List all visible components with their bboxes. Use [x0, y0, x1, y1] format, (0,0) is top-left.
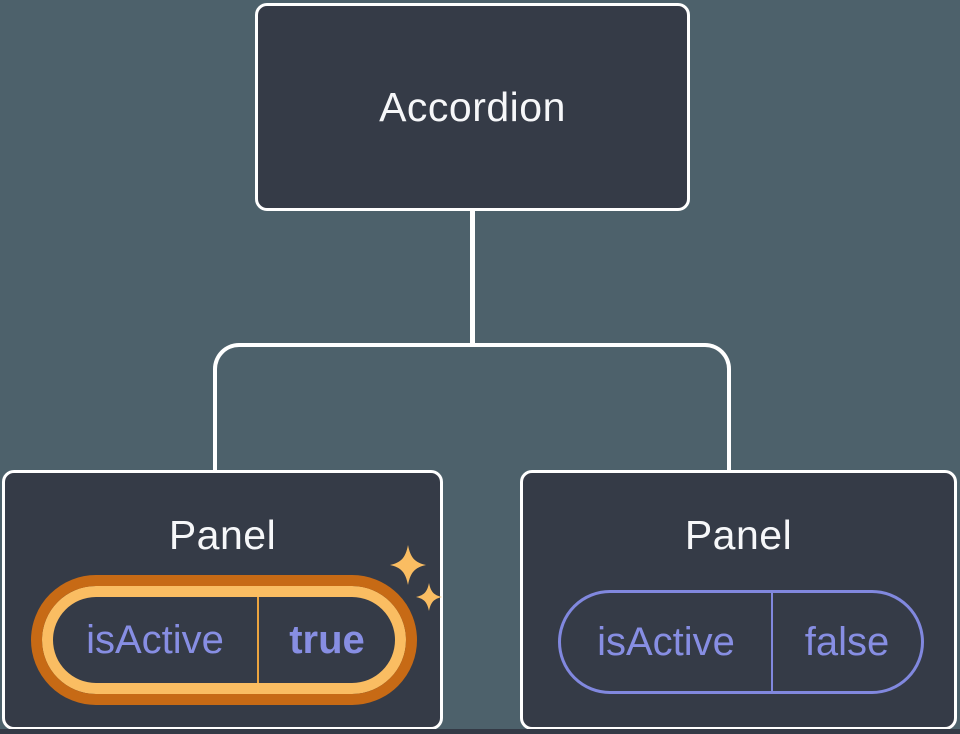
node-title: Panel [168, 512, 277, 558]
node-title: Panel [684, 512, 793, 558]
prop-divider [257, 597, 259, 683]
accordion-node: Accordion [255, 3, 690, 211]
bottom-page-edge [0, 729, 960, 734]
prop-value-label: false [804, 620, 890, 664]
prop-name-label: isActive [597, 620, 735, 664]
sparkle-icon [390, 545, 442, 611]
prop-name-cell: isActive [53, 597, 257, 683]
prop-value-cell: true [259, 597, 395, 683]
panel-node-active: Panel isActive true [2, 470, 443, 730]
prop-value-cell: false [773, 593, 921, 691]
tree-connector-branch [213, 343, 731, 473]
prop-name-label: isActive [86, 618, 224, 662]
prop-name-cell: isActive [561, 593, 771, 691]
panel-node-inactive: Panel isActive false [520, 470, 957, 730]
prop-badge-inactive: isActive false [558, 590, 924, 694]
prop-value-label: true [289, 618, 365, 662]
prop-divider [771, 593, 773, 691]
node-title: Accordion [379, 83, 566, 130]
prop-badge-active: isActive true [31, 575, 417, 705]
tree-connector-stem [470, 208, 475, 347]
